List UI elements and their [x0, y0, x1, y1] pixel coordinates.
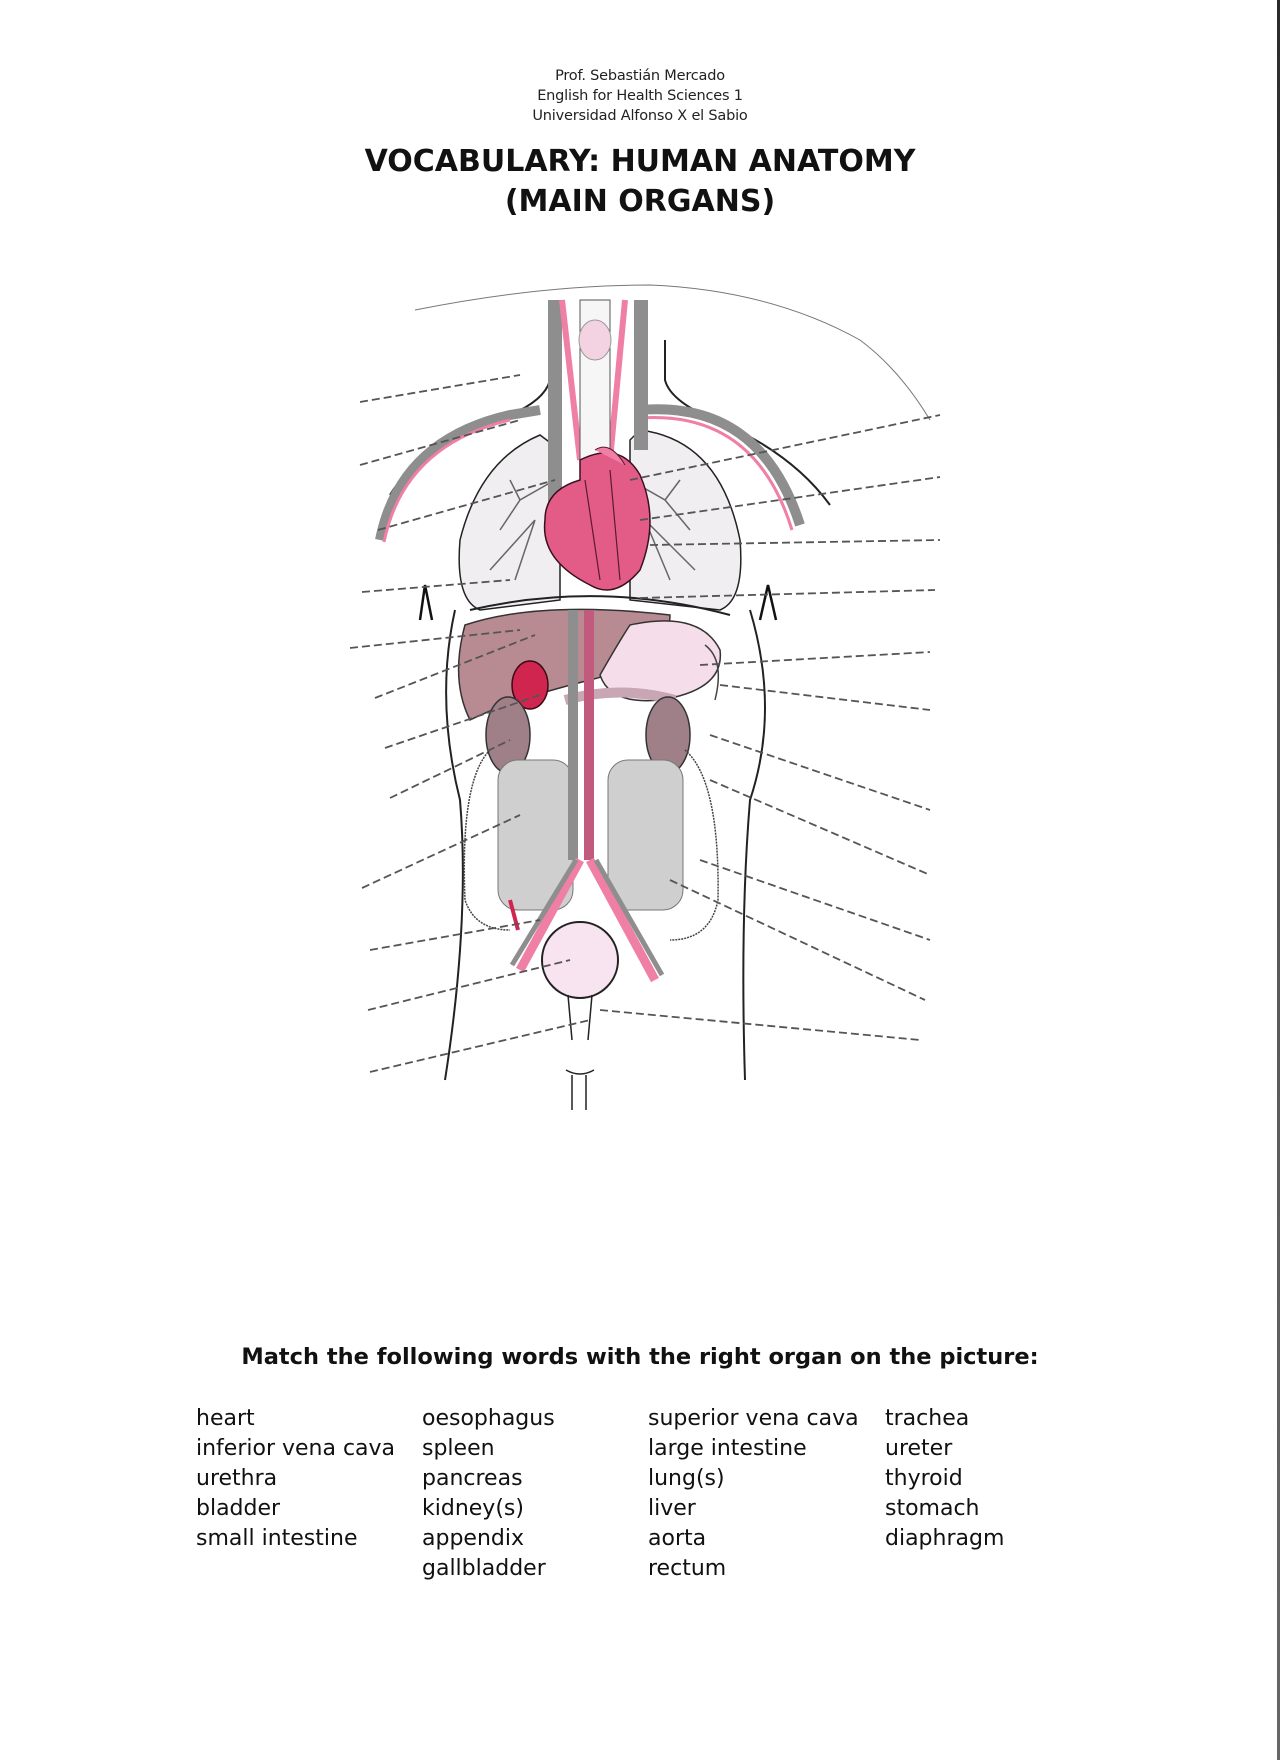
left-body-outline: [444, 609, 464, 1081]
word-item: small intestine: [196, 1526, 358, 1551]
document-header: Prof. Sebastián Mercado English for Heal…: [0, 66, 1280, 126]
professor-name: Prof. Sebastián Mercado: [555, 68, 725, 84]
course-name: English for Health Sciences 1: [537, 88, 743, 104]
word-item: spleen: [422, 1436, 495, 1461]
word-item: rectum: [648, 1556, 727, 1581]
word-bank: heart inferior vena cava urethra bladder…: [196, 1404, 1045, 1584]
shoulder-outline: [414, 284, 931, 421]
right-label-lines: [599, 414, 941, 1041]
word-item: oesophagus: [422, 1406, 555, 1431]
word-item: heart: [196, 1406, 255, 1431]
word-item: large intestine: [648, 1436, 807, 1461]
scan-edge: [1277, 0, 1280, 1760]
carotid-right: [607, 299, 628, 461]
left-subclavian-artery: [382, 418, 511, 543]
word-item: aorta: [648, 1526, 707, 1551]
word-column-3: superior vena cava large intestine lung(…: [648, 1404, 885, 1584]
large-intestine: [463, 749, 719, 941]
torso-diagram: [349, 284, 941, 1110]
left-subclavian-vein: [375, 405, 541, 541]
jugular-vein-left: [548, 300, 562, 510]
word-item: stomach: [885, 1496, 980, 1521]
word-item: superior vena cava: [648, 1406, 859, 1431]
carotid-left: [559, 299, 583, 461]
word-item: thyroid: [885, 1466, 963, 1491]
pancreas: [563, 687, 677, 705]
aortic-arch: [594, 446, 626, 466]
university-name: Universidad Alfonso X el Sabio: [532, 108, 748, 124]
right-subclavian-artery: [639, 416, 794, 531]
left-label-lines: [349, 374, 591, 1073]
word-item: liver: [648, 1496, 696, 1521]
heart: [543, 452, 651, 591]
word-item: gallbladder: [422, 1556, 546, 1581]
word-item: ureter: [885, 1436, 953, 1461]
pelvic-outline: [565, 1069, 595, 1110]
diaphragm: [469, 595, 731, 616]
aorta: [584, 610, 594, 860]
title-line-2: (MAIN ORGANS): [504, 184, 776, 219]
gallbladder: [511, 660, 549, 710]
word-item: urethra: [196, 1466, 278, 1491]
inferior-vena-cava: [568, 610, 578, 860]
word-item: inferior vena cava: [196, 1436, 396, 1461]
word-column-2: oesophagus spleen pancreas kidney(s) app…: [422, 1404, 648, 1584]
word-item: pancreas: [422, 1466, 523, 1491]
right-iliac-vein: [593, 858, 665, 977]
bladder: [541, 921, 619, 999]
left-arrow-icon: [418, 584, 434, 621]
thyroid: [578, 319, 612, 361]
word-item: bladder: [196, 1496, 281, 1521]
small-intestine-right: [607, 759, 684, 911]
right-bronchi: [629, 479, 696, 581]
spleen: [704, 644, 720, 701]
word-item: trachea: [885, 1406, 970, 1431]
anatomy-figure: [340, 280, 960, 1220]
right-body-outline: [742, 609, 766, 1081]
right-arrow-icon: [758, 584, 778, 621]
instruction-text: Match the following words with the right…: [241, 1344, 1039, 1370]
urethra: [567, 994, 593, 1041]
word-column-4: trachea ureter thyroid stomach diaphragm: [885, 1404, 1045, 1584]
word-item: diaphragm: [885, 1526, 1005, 1551]
word-item: kidney(s): [422, 1496, 524, 1521]
right-iliac-artery: [586, 857, 659, 983]
left-iliac-artery: [516, 857, 584, 973]
heart-vessels: [584, 469, 621, 581]
page-title: VOCABULARY: HUMAN ANATOMY (MAIN ORGANS): [0, 142, 1280, 222]
left-iliac-vein: [509, 858, 579, 967]
jugular-vein-right: [634, 300, 648, 450]
word-item: lung(s): [648, 1466, 725, 1491]
title-line-1: VOCABULARY: HUMAN ANATOMY: [364, 144, 916, 179]
right-subclavian-vein: [639, 404, 805, 527]
word-item: appendix: [422, 1526, 524, 1551]
word-column-1: heart inferior vena cava urethra bladder…: [196, 1404, 422, 1584]
left-bronchi: [489, 479, 556, 581]
